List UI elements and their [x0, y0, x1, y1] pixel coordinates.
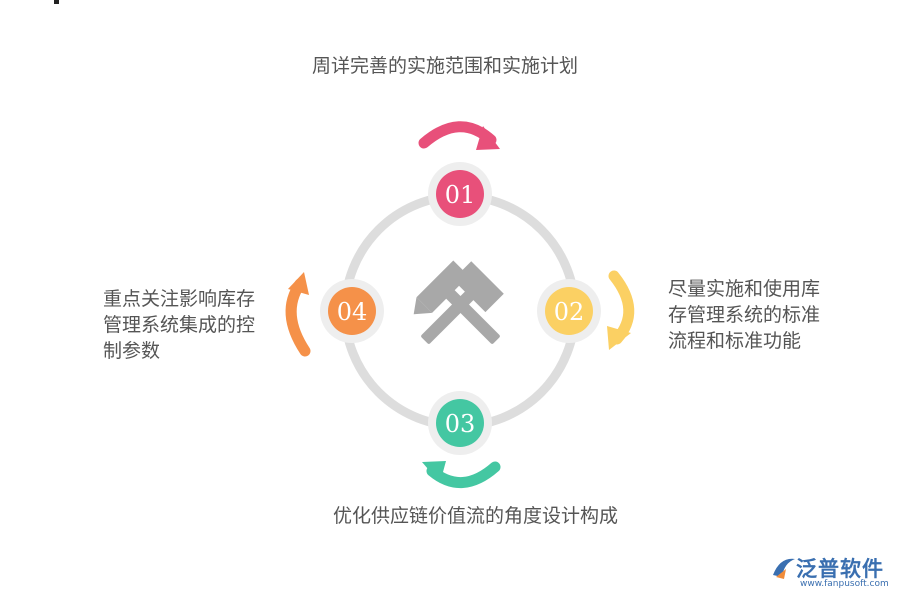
arrow-4-icon [285, 272, 311, 357]
step-number-2: 02 [554, 298, 585, 326]
step-number-3: 03 [445, 410, 476, 438]
step-label-3: 优化供应链价值流的角度设计构成 [333, 505, 619, 527]
logo-mark-icon [773, 558, 795, 579]
step-node-4: 04 [320, 279, 384, 343]
step-label-1: 周详完善的实施范围和实施计划 [312, 55, 579, 77]
crossed-hammers-icon [413, 260, 504, 344]
arrow-2-icon [607, 270, 635, 350]
step-node-1: 01 [428, 162, 492, 226]
arrow-1-icon [418, 121, 500, 150]
step-circle-1 [436, 170, 484, 218]
logo-url: www.fanpusoft.com [800, 579, 889, 589]
arrow-3-icon [422, 461, 501, 489]
step-node-2: 02 [537, 279, 601, 343]
brand-logo: 泛普软件 www.fanpusoft.com [770, 553, 895, 597]
step-label-4: 重点关注影响库存管理系统集成的控制参数 [103, 288, 256, 362]
step-label-2: 尽量实施和使用库存管理系统的标准流程和标准功能 [668, 278, 821, 352]
step-number-1: 01 [445, 181, 476, 209]
step-number-4: 04 [337, 298, 368, 326]
step-circle-2 [545, 287, 593, 335]
step-node-3: 03 [428, 391, 492, 455]
step-circle-3 [436, 399, 484, 447]
step-circle-4 [328, 287, 376, 335]
logo-name: 泛普软件 [796, 557, 884, 581]
corner-mark [54, 0, 59, 4]
